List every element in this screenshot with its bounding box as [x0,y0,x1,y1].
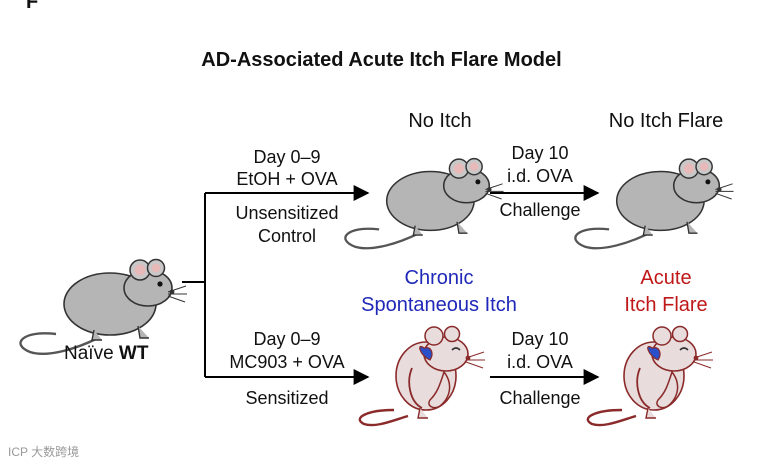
bottom-arrow1-label-line1: Day 0–9 [253,329,321,349]
top-arrow1-below-line2: Control [257,226,317,246]
start-label-bold: WT [118,343,149,364]
chronic-state-line1: Chronic [404,267,474,289]
top-arrow1-below-line1: Unsensitized [235,203,339,223]
start-label-prefix: Naïve [64,343,119,364]
diagram-title: AD-Associated Acute Itch Flare Model [201,49,562,71]
bottom-arrow1-below: Sensitized [245,388,329,408]
top-arrow2-below: Challenge [499,200,581,220]
watermark: ICP 大数跨境 [8,445,80,459]
bottom-arrow2-label-line1: Day 10 [511,329,569,349]
mouse-icon [19,258,189,356]
bottom-arrow2-below: Challenge [499,388,581,408]
panel-letter: F [26,0,39,13]
scratching-mouse-icon [586,325,715,427]
scratching-mouse-icon [358,325,487,427]
start-label: Naïve WT [64,344,148,363]
chronic-state-line2: Spontaneous Itch [361,294,517,316]
bottom-arrow2-label-line2: i.d. OVA [507,352,573,372]
top-state1-label: No Itch [408,110,472,132]
top-arrow2-label-line2: i.d. OVA [507,166,573,186]
top-arrow2-label-line1: Day 10 [511,143,569,163]
bottom-arrow1-label-line2: MC903 + OVA [229,352,345,372]
acute-state-line1: Acute [640,267,692,289]
top-arrow1-label-line2: EtOH + OVA [236,169,338,189]
top-arrow1-label-line1: Day 0–9 [253,147,321,167]
acute-state-line2: Itch Flare [624,294,708,316]
top-state2-label: No Itch Flare [608,110,724,132]
